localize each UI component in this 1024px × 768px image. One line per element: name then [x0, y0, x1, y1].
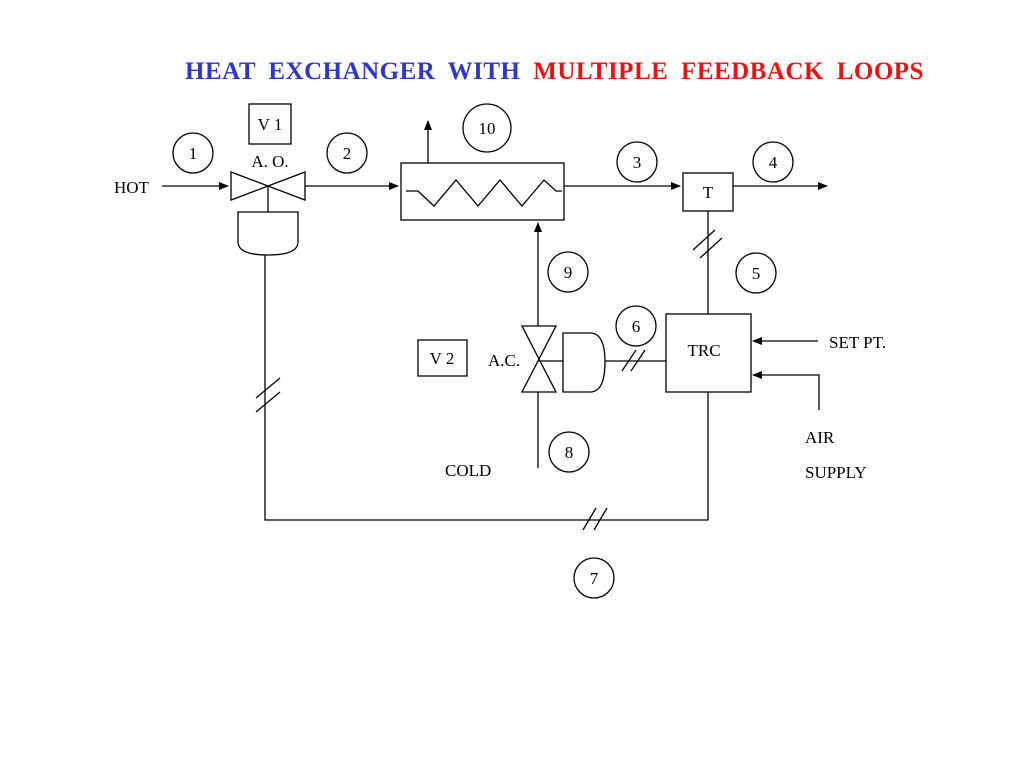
title-part-2: MULTIPLE FEEDBACK LOOPS [533, 58, 924, 85]
hot-label: HOT [114, 178, 150, 197]
signal-7-line [264, 255, 709, 521]
cold-label: COLD [445, 461, 491, 480]
number-4: 4 [769, 153, 778, 172]
number-8: 8 [565, 443, 574, 462]
number-3: 3 [633, 153, 642, 172]
number-9: 9 [564, 263, 573, 282]
air-label: AIR [805, 428, 835, 447]
set-point-label: SET PT. [829, 333, 886, 352]
circle-8 [548, 431, 590, 473]
circle-4 [752, 141, 794, 183]
t-label: T [703, 183, 714, 202]
circle-5 [735, 252, 777, 294]
valve-v2-actuator [562, 332, 606, 393]
v2-label-box [417, 339, 468, 377]
circle-1 [172, 132, 214, 174]
v1-label-box [248, 103, 292, 145]
circle-7 [573, 557, 615, 599]
exchanger-coil [406, 178, 562, 208]
valve-v1 [230, 171, 306, 201]
v1-label: V 1 [258, 115, 283, 134]
circle-3 [616, 141, 658, 183]
number-7: 7 [590, 569, 599, 588]
circle-2 [326, 132, 368, 174]
number-1: 1 [189, 144, 198, 163]
valve-v2 [520, 325, 558, 393]
air-open-label: A. O. [251, 152, 288, 171]
number-2: 2 [343, 144, 352, 163]
v2-label: V 2 [430, 349, 455, 368]
diagram-title: HEAT EXCHANGER WITH MULTIPLE FEEDBACK LO… [0, 58, 1024, 86]
title-part-1: HEAT EXCHANGER WITH [185, 58, 521, 85]
air-supply-arrow [752, 371, 820, 410]
air-close-label: A.C. [488, 351, 520, 370]
circle-9 [547, 251, 589, 293]
heat-exchanger [400, 162, 565, 221]
number-6: 6 [632, 317, 641, 336]
valve-v1-actuator [237, 211, 299, 256]
supply-label: SUPPLY [805, 463, 867, 482]
trc-label: TRC [687, 341, 720, 360]
number-5: 5 [752, 264, 761, 283]
circle-6 [615, 305, 657, 347]
number-10: 10 [479, 119, 496, 138]
circle-10 [462, 103, 512, 153]
